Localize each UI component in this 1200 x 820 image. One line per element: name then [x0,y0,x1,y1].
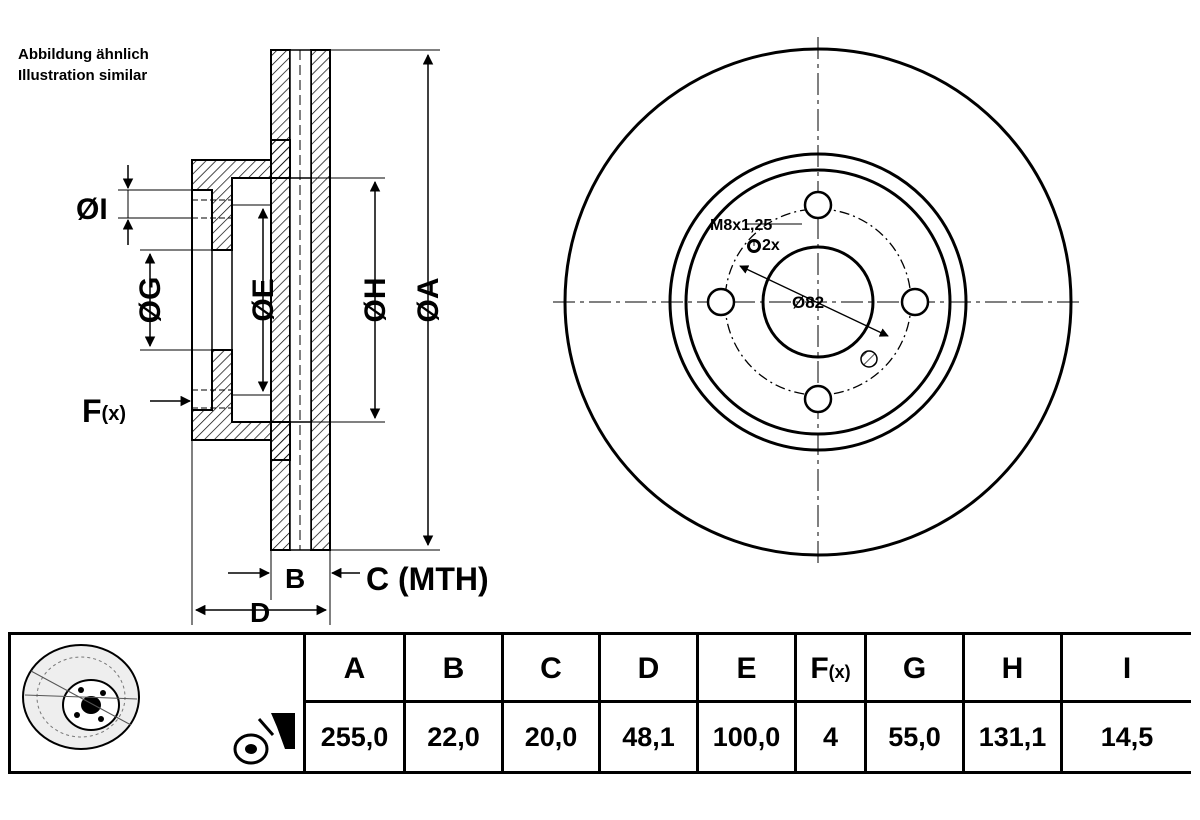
table-value-A: 255,0 [320,722,389,752]
front-view: M8x1,25 2x Ø82 [553,37,1083,567]
table-header-label: F [810,652,829,685]
table-value-D: 48,1 [598,703,696,771]
caliper-wrench-icon [229,705,301,771]
table-thumbnail-area [11,635,306,771]
table-header-C: C [501,635,598,703]
friction-plate-right [310,49,331,551]
bolt-hole [900,287,930,317]
table-header-A: A [306,635,403,703]
table-header-E: E [696,635,794,703]
table-header-I: I [1060,635,1191,703]
table-header-G: G [864,635,962,703]
table-header-label: D [637,652,660,685]
bolt-hole [803,190,833,220]
table-value-E: 100,0 [696,703,794,771]
thread-spec-label: M8x1,25 [710,217,772,234]
table-header-B: B [403,635,501,703]
table-header-label: A [343,652,366,685]
technical-drawing: ØI ØG ØE ØH ØA F(x) B C (MTH) D [76,37,1083,628]
table-value-G: 55,0 [864,703,962,771]
table-value-B: 22,0 [403,703,501,771]
thread-count-label: 2x [762,237,780,254]
table-value-F: 4 [794,703,864,771]
table-header-label: G [902,652,927,685]
label-G: ØG [134,277,167,324]
table-header-D: D [598,635,696,703]
label-H: ØH [359,278,392,323]
label-E: ØE [247,278,280,321]
table-header-label: E [736,652,757,685]
illustration-caption: Abbildung ähnlich Illustration similar [18,44,149,86]
label-F: F(x) [82,393,126,429]
table-value-C: 20,0 [501,703,598,771]
table-header-H: H [962,635,1060,703]
label-C-MTH: C (MTH) [366,561,489,597]
label-I: ØI [76,193,108,226]
caption-line-en: Illustration similar [18,67,148,84]
table-header-label: I [1122,652,1132,685]
side-section-view: ØI ØG ØE ØH ØA F(x) B C (MTH) D [76,49,489,628]
table-header-F: F(x) [794,635,864,703]
table-header-label: B [442,652,465,685]
center-bore-label: Ø82 [792,293,824,312]
label-D: D [250,597,270,628]
label-B: B [285,563,305,594]
bolt-hole [706,287,736,317]
table-header-sublabel: (x) [828,662,851,682]
table-header-label: H [1001,652,1024,685]
label-A: ØA [412,278,445,323]
bolt-hole [803,384,833,414]
caption-line-de: Abbildung ähnlich [18,46,149,63]
threaded-hole-icon [860,350,878,368]
table-value-H: 131,1 [962,703,1060,771]
brake-disc-thumbnail-icon [22,644,140,750]
table-header-label: C [540,652,562,685]
table-value-I: 14,5 [1060,703,1191,771]
